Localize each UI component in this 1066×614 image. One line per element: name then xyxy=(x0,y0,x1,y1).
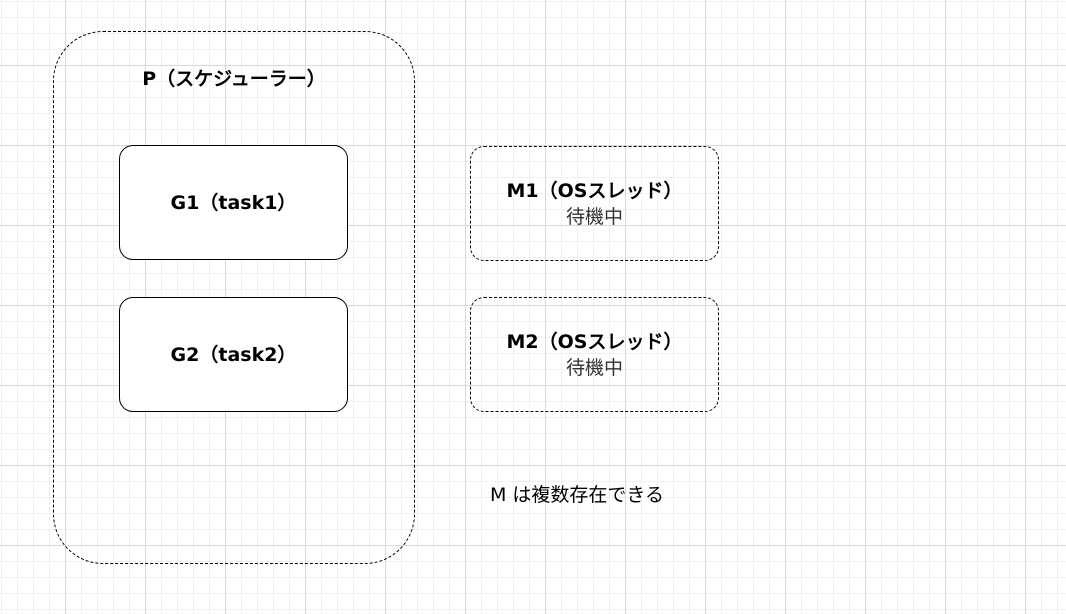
machine-m1-label: M1（OSスレッド） xyxy=(506,179,683,202)
machine-m1-node: M1（OSスレッド） 待機中 xyxy=(470,146,719,261)
goroutine-g2-label: G2（task2） xyxy=(170,343,297,366)
diagram-note: M は複数存在できる xyxy=(490,484,665,506)
machine-m2-node: M2（OSスレッド） 待機中 xyxy=(470,297,719,412)
goroutine-g1-node: G1（task1） xyxy=(119,145,348,260)
processor-label: P（スケジューラー） xyxy=(142,68,326,90)
goroutine-g2-node: G2（task2） xyxy=(119,297,348,412)
processor-container xyxy=(53,31,415,564)
machine-m1-status: 待機中 xyxy=(565,205,623,228)
machine-m2-label: M2（OSスレッド） xyxy=(506,330,683,353)
machine-m2-status: 待機中 xyxy=(565,356,623,379)
goroutine-g1-label: G1（task1） xyxy=(170,191,297,214)
